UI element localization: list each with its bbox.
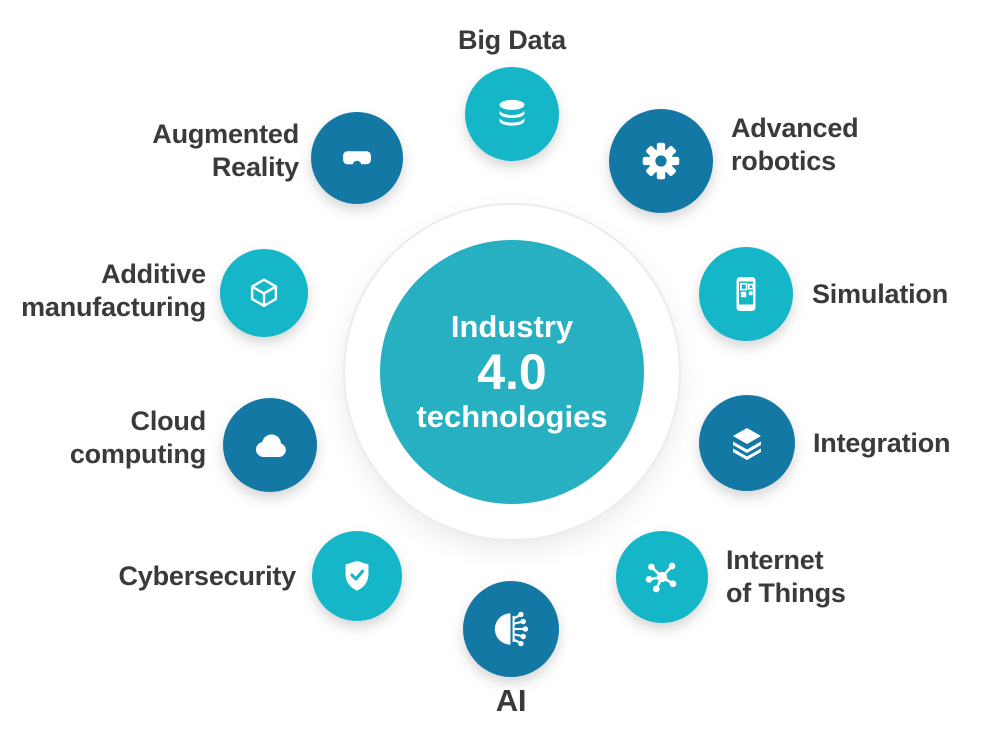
big-data-label: Big Data [458, 25, 566, 55]
node-ai [463, 581, 559, 677]
node-big-data [465, 67, 559, 161]
brain-circuit-icon [494, 611, 529, 647]
cloud-icon [256, 434, 286, 457]
gear-icon [642, 142, 680, 180]
center-title-line2: 4.0 [477, 344, 547, 400]
network-icon [645, 562, 677, 593]
layers-icon [733, 428, 761, 460]
cybersecurity-label: Cybersecurity [118, 561, 297, 591]
node-cloud-computing [223, 398, 317, 492]
cloud-computing-label: Cloud computing [69, 406, 206, 469]
database-icon [499, 99, 525, 126]
node-cybersecurity [312, 531, 402, 621]
vr-goggles-icon [343, 151, 371, 170]
smartphone-icon [736, 277, 756, 311]
advanced-robotics-label: Advanced robotics [731, 113, 859, 176]
shield-check-icon [345, 560, 369, 591]
internet-of-things-label: Internet of Things [726, 545, 846, 608]
node-advanced-robotics [609, 109, 713, 213]
node-simulation [699, 247, 793, 341]
ai-label: AI [495, 683, 527, 718]
node-additive-manufacturing [220, 249, 308, 337]
augmented-reality-label: Augmented Reality [152, 119, 299, 182]
cube-icon [250, 278, 278, 308]
node-augmented-reality [311, 112, 403, 204]
integration-label: Integration [813, 428, 951, 458]
center-circle: Industry 4.0 technologies [380, 240, 644, 504]
simulation-label: Simulation [812, 279, 949, 309]
node-internet-of-things [616, 531, 708, 623]
additive-manufacturing-label: Additive manufacturing [21, 259, 206, 322]
center-title-line1: Industry [450, 309, 574, 344]
center-title-line3: technologies [416, 399, 608, 434]
node-integration [699, 395, 795, 491]
